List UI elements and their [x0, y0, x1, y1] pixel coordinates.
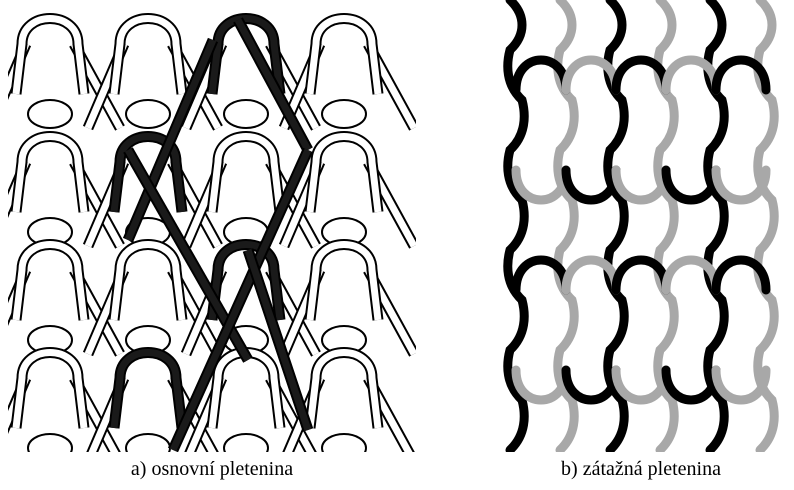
interlock-ring: [28, 434, 72, 452]
interlock-ring: [224, 100, 268, 128]
interlock-ring: [126, 434, 170, 452]
warp-knit-diagram: [8, 0, 416, 452]
interlock-ring: [224, 434, 268, 452]
weft-knit-diagram: [496, 0, 786, 452]
warp-knit-illustration: [8, 0, 416, 452]
interlock-ring: [126, 100, 170, 128]
interlock-ring: [28, 100, 72, 128]
caption-warp-knit: a) osnovní pletenina: [8, 458, 416, 481]
interlock-ring: [322, 434, 366, 452]
caption-weft-knit: b) zátažná pletenina: [496, 458, 786, 481]
weft-knit-illustration: [496, 0, 786, 452]
interlock-ring: [322, 100, 366, 128]
